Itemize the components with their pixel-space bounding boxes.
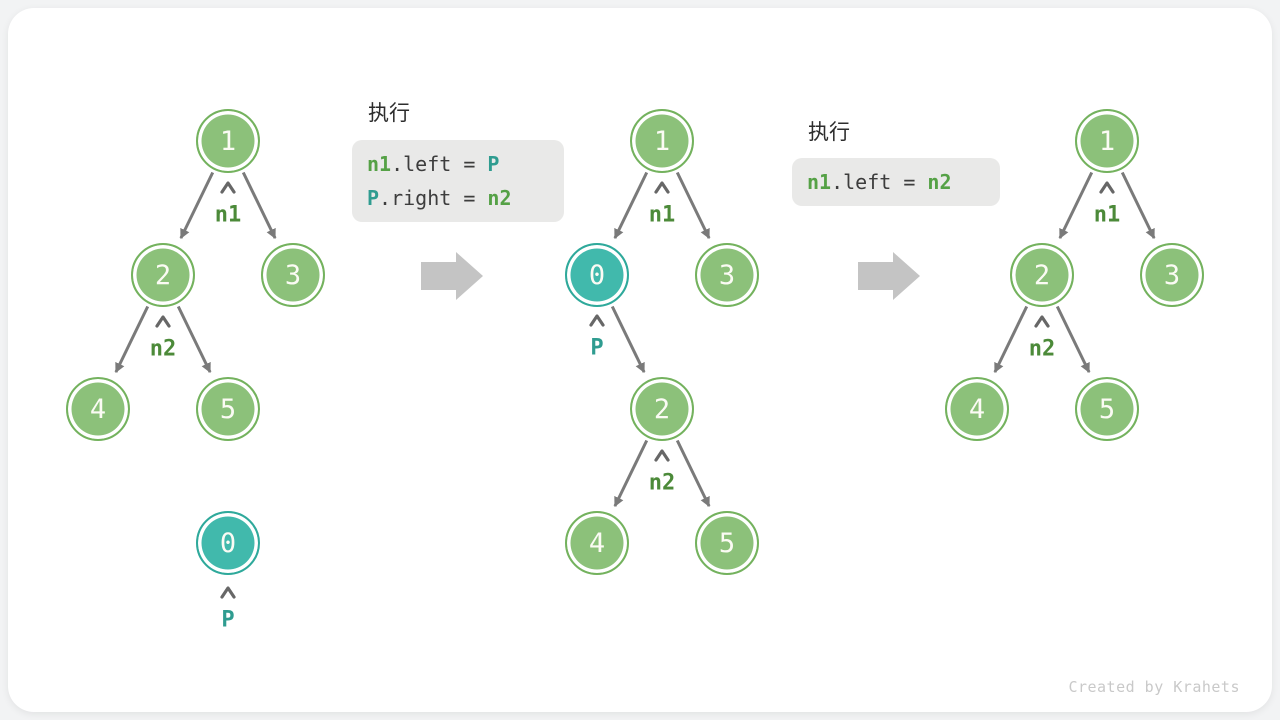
tree-node-3: 3 — [261, 243, 325, 307]
tree-edge — [610, 305, 646, 374]
pointer-caret-icon — [654, 449, 670, 462]
stage-arrow-icon — [421, 252, 483, 300]
pointer-caret-icon — [589, 314, 605, 327]
tree-node-3: 3 — [1140, 243, 1204, 307]
code-token: n1 — [367, 152, 392, 176]
code-token: n2 — [487, 186, 512, 210]
tree-node-2: 2 — [630, 377, 694, 441]
pointer-label-n2: n2 — [149, 336, 177, 362]
code-token: P — [367, 186, 380, 210]
pointer-caret-icon — [220, 586, 236, 599]
tree-node-5: 5 — [695, 511, 759, 575]
tree-edge — [613, 439, 649, 508]
watermark: Created by Krahets — [1068, 678, 1240, 696]
tree-node-4: 4 — [565, 511, 629, 575]
tree-edge — [179, 171, 215, 240]
code-box: n1.left = n2 — [792, 158, 1000, 206]
pointer-label-n2: n2 — [648, 470, 676, 496]
tree-edge — [241, 171, 277, 240]
stage-arrow-icon — [858, 252, 920, 300]
tree-edge — [176, 305, 212, 374]
tree-node-4: 4 — [66, 377, 130, 441]
tree-node-1: 1 — [196, 109, 260, 173]
tree-node-0: 0 — [565, 243, 629, 307]
tree-node-3: 3 — [695, 243, 759, 307]
code-token: n1 — [807, 170, 832, 194]
code-line: P.right = n2 — [367, 181, 564, 215]
tree-edge — [1055, 305, 1091, 374]
pointer-label-n1: n1 — [648, 202, 676, 228]
code-line: n1.left = n2 — [807, 165, 1000, 199]
tree-node-1: 1 — [630, 109, 694, 173]
tree-node-1: 1 — [1075, 109, 1139, 173]
tree-node-2: 2 — [1010, 243, 1074, 307]
pointer-caret-icon — [1034, 315, 1050, 328]
code-token: .right = — [379, 186, 488, 210]
code-token: P — [487, 152, 500, 176]
tree-edge — [675, 439, 711, 508]
pointer-label-P: P — [221, 607, 235, 633]
tree-edge — [613, 171, 649, 240]
tree-edge — [114, 305, 150, 374]
exec-heading: 执行 — [368, 101, 410, 125]
pointer-caret-icon — [155, 315, 171, 328]
tree-edge — [675, 171, 711, 240]
tree-edge — [1058, 171, 1094, 240]
tree-node-2: 2 — [131, 243, 195, 307]
tree-node-5: 5 — [196, 377, 260, 441]
pointer-label-n1: n1 — [1093, 202, 1121, 228]
tree-node-0: 0 — [196, 511, 260, 575]
pointer-label-P: P — [590, 335, 604, 361]
code-token: n2 — [927, 170, 952, 194]
tree-edge — [1120, 171, 1156, 240]
pointer-caret-icon — [220, 181, 236, 194]
code-token: .left = — [391, 152, 488, 176]
pointer-label-n1: n1 — [214, 202, 242, 228]
tree-node-5: 5 — [1075, 377, 1139, 441]
code-line: n1.left = P — [367, 147, 564, 181]
pointer-caret-icon — [1099, 181, 1115, 194]
exec-heading: 执行 — [808, 120, 850, 144]
tree-node-4: 4 — [945, 377, 1009, 441]
code-token: .left = — [831, 170, 928, 194]
pointer-caret-icon — [654, 181, 670, 194]
pointer-label-n2: n2 — [1028, 336, 1056, 362]
tree-edge — [993, 305, 1029, 374]
